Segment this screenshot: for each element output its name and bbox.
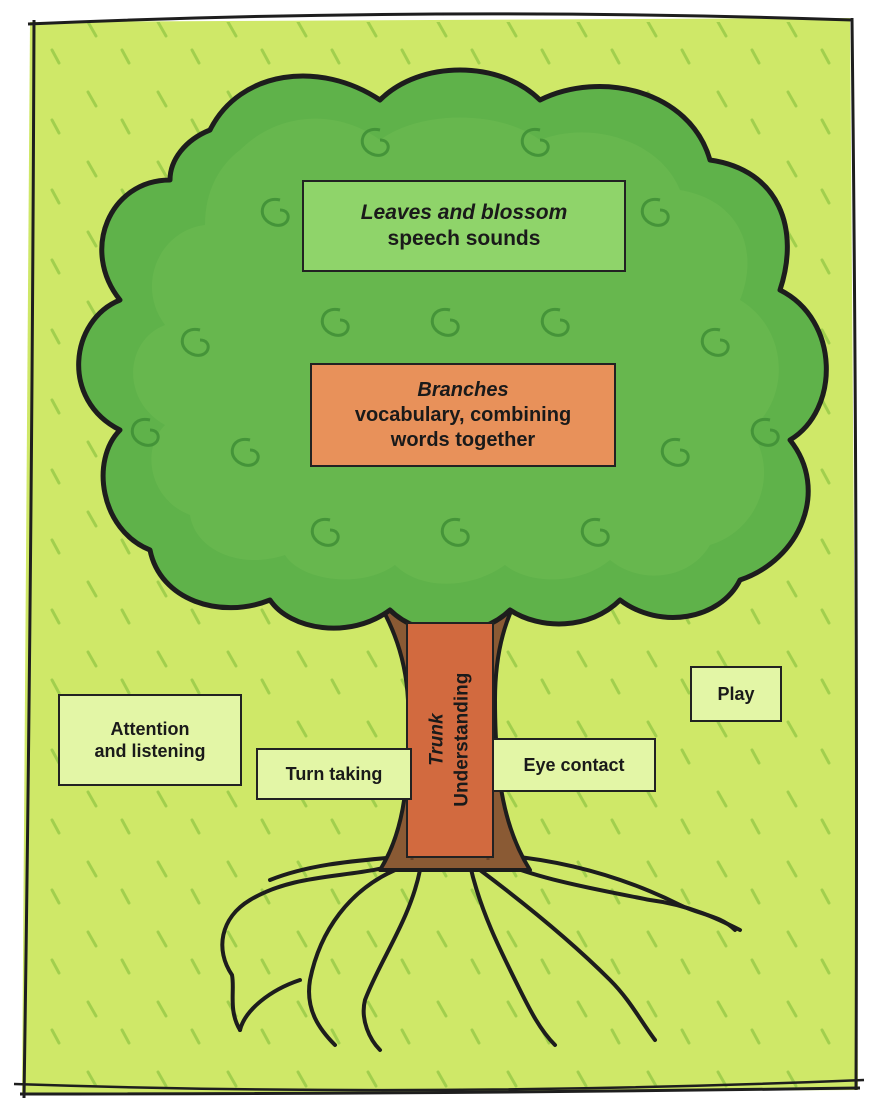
- branches-line2: words together: [390, 428, 536, 451]
- play-text: Play: [717, 683, 755, 704]
- leaves-subtitle: speech sounds: [387, 227, 541, 250]
- branches-title: Branches: [417, 378, 509, 401]
- sketch-frame: [19, 12, 861, 1099]
- root-label-play: Play: [690, 666, 782, 722]
- root-label-turn-taking: Turn taking: [256, 748, 412, 800]
- tree-roots: [220, 853, 742, 1052]
- turn-taking-text: Turn taking: [285, 763, 383, 784]
- branches-line1: vocabulary, combining: [354, 403, 572, 426]
- leaves-label-box: Leaves and blossom speech sounds: [302, 180, 626, 272]
- root-label-attention: Attention and listening: [58, 694, 242, 786]
- attention-line1: Attention: [110, 718, 190, 739]
- trunk-label-box: Trunk Understanding: [406, 622, 494, 858]
- root-label-eye-contact: Eye contact: [492, 738, 656, 792]
- eye-contact-text: Eye contact: [523, 754, 625, 775]
- trunk-subtitle: Understanding: [451, 672, 472, 808]
- branches-label-box: Branches vocabulary, combining words tog…: [310, 363, 616, 467]
- attention-line2: and listening: [94, 741, 206, 761]
- leaves-title: Leaves and blossom: [360, 200, 568, 224]
- trunk-title: Trunk: [426, 713, 448, 767]
